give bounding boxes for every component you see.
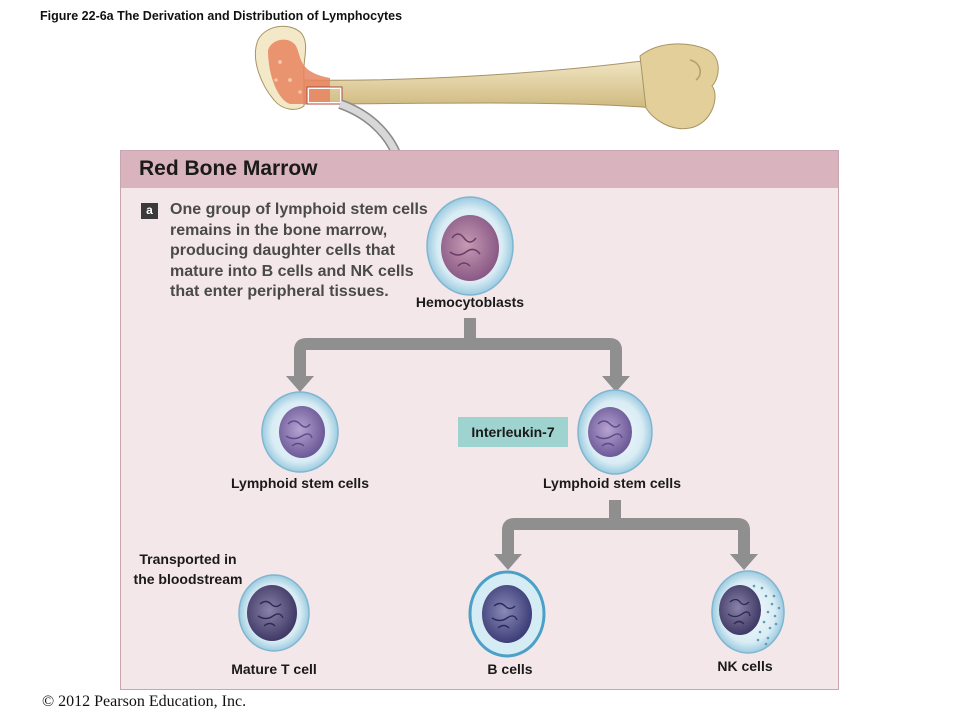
label-lymphoid-left: Lymphoid stem cells [231, 475, 369, 491]
label-transported: Transported in the bloodstream [133, 551, 243, 587]
panel-description: One group of lymphoid stem cells remains… [170, 201, 428, 300]
lymphoid-stem-cell-right [577, 389, 653, 475]
figure-title: Figure 22-6a The Derivation and Distribu… [40, 9, 403, 23]
label-nk-cells: NK cells [717, 658, 773, 674]
arrowhead-left [286, 376, 314, 392]
label-lymphoid-right: Lymphoid stem cells [543, 475, 681, 491]
label-b-cells: B cells [487, 661, 533, 677]
panel-header: Red Bone Marrow [121, 151, 838, 188]
arrowhead-nk [730, 554, 758, 570]
arrowhead-b [494, 554, 522, 570]
label-hemocytoblasts: Hemocytoblasts [415, 294, 525, 310]
interleukin-7-badge: Interleukin-7 [458, 417, 568, 447]
copyright: © 2012 Pearson Education, Inc. [42, 693, 247, 710]
branch-arrow-bottom [502, 500, 750, 556]
zoom-box [307, 87, 342, 104]
hemocytoblast-cell [426, 196, 514, 296]
panel-tag: a [141, 203, 158, 219]
panel-title: Red Bone Marrow [139, 157, 318, 180]
mature-t-cell [238, 574, 310, 652]
lymphoid-stem-cell-left [261, 391, 339, 473]
branch-arrow-top [294, 318, 622, 378]
arrowhead-right [602, 376, 630, 392]
label-mature-t-cell: Mature T cell [231, 661, 317, 677]
b-cell [468, 570, 546, 658]
nk-cell [711, 570, 785, 654]
